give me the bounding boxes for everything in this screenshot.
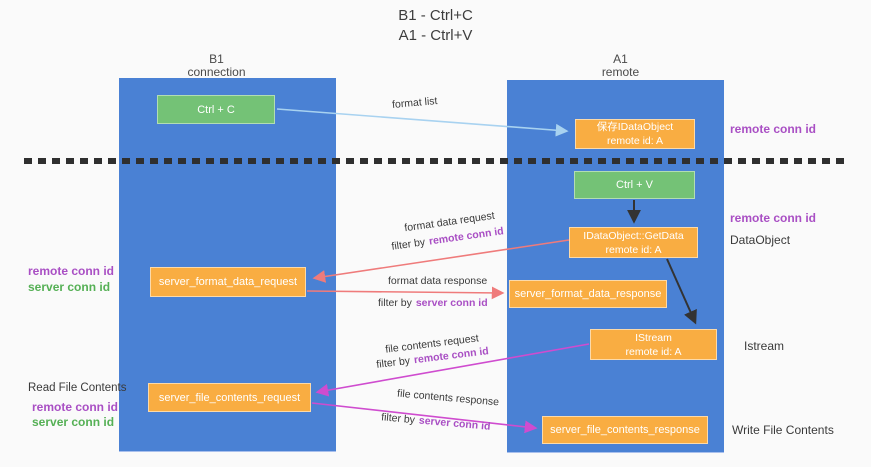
label-server-conn-id-left-mid: server conn id [28, 280, 111, 294]
label-remote-conn-id-right-top: remote conn id [730, 122, 817, 136]
node-idataobject-getdata-line2: remote id: A [605, 243, 662, 256]
label-server-conn-id-left-bottom: server conn id [32, 415, 115, 429]
node-ctrl-v-label: Ctrl + V [616, 179, 653, 191]
label-format-data-response: format data response [388, 275, 488, 287]
node-istream: IStream remote id: A [590, 329, 717, 360]
node-ctrl-c-label: Ctrl + C [197, 103, 235, 116]
label-remote-conn-id-left-bottom: remote conn id [32, 400, 119, 414]
label-remote-conn-id-left-mid: remote conn id [28, 264, 115, 278]
diagram-title: B1 - Ctrl+C A1 - Ctrl+V [0, 6, 871, 46]
format-data-request-arrow [312, 239, 570, 283]
node-server-file-contents-request: server_file_contents_request [148, 383, 311, 412]
label-server-conn-id: server conn id [415, 297, 488, 309]
diagram-title-line2: A1 - Ctrl+V [398, 27, 473, 44]
format-list-arrow [276, 108, 569, 137]
node-save-idataobject-line1: 保存IDataObject [596, 121, 674, 133]
node-ctrl-c: Ctrl + C [157, 95, 275, 124]
label-istream: Istream [744, 339, 785, 353]
node-server-format-data-response: server_format_data_response [509, 280, 667, 308]
node-server-file-contents-response-label: server_file_contents_response [550, 424, 700, 436]
node-istream-line2: remote id: A [625, 345, 682, 358]
label-remote-conn-id-right-mid: remote conn id [730, 211, 817, 225]
column-a1-subtitle: remote [601, 65, 640, 79]
label-read-file-contents: Read File Contents [28, 382, 127, 394]
getdata-to-istream-arrow [666, 258, 697, 325]
machine-boundary-dashed-line [24, 158, 846, 164]
node-server-file-contents-response: server_file_contents_response [542, 416, 708, 444]
node-save-idataobject: 保存IDataObject remote id: A [575, 119, 695, 149]
column-b1-header: B1 connection [108, 53, 325, 79]
column-b1-name: B1 [209, 52, 224, 66]
node-idataobject-getdata: IDataObject::GetData remote id: A [569, 227, 698, 258]
diagram-title-line1: B1 - Ctrl+C [398, 7, 473, 24]
label-filter-prefix: filter by [378, 297, 412, 309]
column-b1-subtitle: connection [187, 65, 246, 79]
format-data-response-arrow [306, 286, 505, 300]
node-server-format-data-request-label: server_format_data_request [158, 276, 298, 288]
node-server-format-data-response-label: server_format_data_response [514, 288, 662, 300]
node-server-file-contents-request-label: server_file_contents_request [158, 391, 301, 404]
file-contents-response-arrow [311, 402, 538, 434]
label-dataobject: DataObject [730, 233, 791, 247]
node-ctrl-v: Ctrl + V [574, 171, 695, 199]
node-idataobject-getdata-line1: IDataObject::GetData [583, 229, 684, 242]
node-server-format-data-request: server_format_data_request [150, 267, 306, 297]
file-contents-request-arrow [315, 343, 590, 397]
node-save-idataobject-line2: remote id: A [606, 135, 664, 147]
column-a1-header: A1 remote [512, 53, 729, 79]
label-write-file-contents: Write File Contents [732, 423, 834, 437]
column-a1-name: A1 [613, 52, 628, 66]
node-istream-line1: IStream [635, 331, 672, 344]
